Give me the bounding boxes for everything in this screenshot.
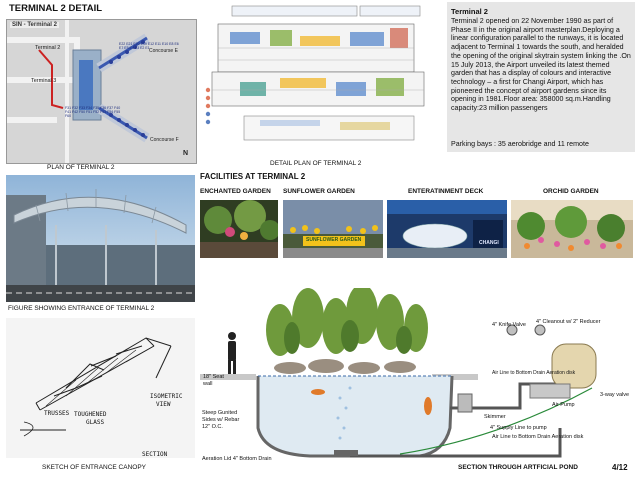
gate-e-e2: E2	[140, 46, 146, 50]
page-number: 4/12	[612, 463, 628, 472]
pond-label-knife-valve: 4" Knife Valve	[492, 322, 526, 328]
canopy-sketch: TRUSSES TOUGHENED GLASS ISOMETRIC VIEW S…	[6, 318, 195, 458]
pond-label-skimmer: Skimmer	[484, 414, 506, 420]
entrance-photo	[6, 175, 195, 302]
gate-f-f52: F52	[93, 110, 101, 114]
terminal-map-panel: SIN - Terminal 2 Terminal 2 Terminal 3 C…	[6, 19, 197, 164]
map-label-terminal2: Terminal 2	[35, 45, 61, 51]
facility-label-1: ENCHANTED GARDEN	[200, 188, 271, 195]
orchid-garden-photo	[511, 200, 633, 258]
gate-f-f42: F42	[72, 110, 80, 114]
map-label-concourse-f: Concourse F	[150, 137, 179, 143]
gate-e-e22: E22	[119, 42, 127, 46]
pond-label-supply: 4" Supply Line to pump	[490, 425, 547, 431]
info-box: Terminal 2 Terminal 2 opened on 22 Novem…	[447, 2, 635, 152]
info-body: Terminal 2 opened on 22 November 1990 as…	[451, 17, 631, 113]
map-caption: PLAN OF TERMINAL 2	[47, 164, 115, 171]
facility-label-3: ENTERATINMENT DECK	[408, 188, 484, 195]
entertainment-deck-photo: CHANGI	[387, 200, 507, 258]
orchid-garden-graphic	[511, 200, 633, 258]
gate-e-e5: E5	[124, 46, 130, 50]
terminal-map-graphic	[7, 20, 196, 163]
gate-e-e3: E3	[134, 46, 141, 50]
enchanted-garden-graphic	[200, 200, 278, 258]
sketch-label-section: SECTION	[142, 451, 168, 458]
pond-label-aeration-lid: Aeration Lid 4" Bottom Drain	[202, 456, 272, 462]
gate-e-e12: E12	[147, 42, 156, 46]
gate-labels-f: F31 F32 F33 F34 F35 F36 F37 F40 F41 F42 …	[65, 106, 125, 118]
gate-e-e8: E8	[169, 42, 175, 46]
map-label-concourse-e: Concourse E	[149, 48, 178, 54]
sketch-caption: SKETCH OF ENTRANCE CANOPY	[42, 464, 147, 471]
sheet-title: TERMINAL 2 DETAIL	[9, 3, 103, 14]
gate-f-f33: F33	[79, 106, 87, 110]
gate-e-e7: E7	[119, 46, 125, 50]
pond-label-air-line-bottom: Air Line to Bottom Drain Aeration disk	[492, 434, 584, 440]
gate-f-f34: F34	[86, 106, 94, 110]
detail-plan-graphic	[205, 5, 425, 141]
map-header: SIN - Terminal 2	[10, 22, 59, 28]
gate-f-f53: F53	[100, 110, 108, 114]
pond-section-graphic	[200, 288, 597, 458]
sketch-label-trusses: TRUSSES	[44, 410, 70, 417]
canopy-sketch-graphic	[20, 337, 172, 437]
pond-section: 18" Seat wall Steep Gunited Sides w/ Reb…	[200, 288, 635, 464]
sunflower-garden-graphic	[283, 200, 383, 258]
gate-f-f40: F40	[114, 106, 121, 110]
sketch-label-view: VIEW	[156, 401, 171, 408]
pond-label-three-way: 3-way valve	[600, 392, 630, 398]
sketch-label-isometric: ISOMETRIC	[150, 393, 183, 400]
detail-plan-drawing	[200, 2, 443, 155]
pond-label-gunited-2: Sides w/ Rebar	[202, 417, 240, 423]
map-label-terminal3: Terminal 3	[31, 78, 57, 84]
gate-f-f60: F60	[65, 114, 72, 118]
gate-f-f31: F31	[65, 106, 73, 110]
detail-plan-caption: DETAIL PLAN OF TERMINAL 2	[270, 160, 362, 167]
gate-e-e21: E21	[126, 42, 134, 46]
info-parking: Parking bays : 35 aerobridge and 11 remo…	[451, 140, 589, 148]
deck-sign: CHANGI	[479, 240, 499, 246]
gate-f-f36: F36	[100, 106, 108, 110]
gate-labels-e: E22 E21 E20 E19 E12 E11 E10 E8 E6 E7 E5 …	[119, 42, 179, 50]
gate-e-e11: E11	[155, 42, 162, 46]
pond-label-air-lines: Air Line to Bottom Drain Aeration disk	[492, 370, 576, 376]
pond-label-gunited-1: Steep Gunited	[202, 410, 238, 416]
entrance-photo-caption: FIGURE SHOWING ENTRANCE OF TERMINAL 2	[8, 305, 155, 312]
pond-label-cleanout: 4" Cleanout w/ 2" Reducer	[536, 319, 601, 325]
gate-e-e20: E20	[133, 42, 141, 46]
sunflower-sign: SUNFLOWER GARDEN	[306, 237, 362, 243]
gate-e-e10: E10	[161, 42, 170, 46]
pond-label-gunited-3: 12" O.C.	[202, 424, 223, 430]
gate-f-f35: F35	[93, 106, 101, 110]
enchanted-garden-photo	[200, 200, 278, 258]
pond-label-air-pump: Air Pump	[552, 402, 575, 408]
entertainment-deck-graphic	[387, 200, 507, 258]
gate-f-f51: F51	[86, 110, 94, 114]
gate-f-f55: F55	[114, 110, 121, 114]
sunflower-garden-photo: SUNFLOWER GARDEN	[283, 200, 383, 258]
sketch-label-toughened: TOUGHENED	[74, 411, 107, 418]
entrance-photo-graphic	[6, 175, 195, 302]
info-title: Terminal 2	[451, 7, 488, 16]
gate-f-f50: F50	[79, 110, 87, 114]
pond-label-seat-2: wall	[203, 381, 213, 387]
compass-icon: N	[183, 150, 189, 157]
gate-e-e19: E19	[140, 42, 148, 46]
gate-f-f54: F54	[107, 110, 115, 114]
gate-e-e1: E1	[145, 46, 150, 50]
facilities-title: FACILITIES AT TERMINAL 2	[200, 172, 306, 181]
pond-caption: SECTION THROUGH ARTFICIAL POND	[458, 464, 578, 471]
gate-f-f37: F37	[107, 106, 115, 110]
gate-e-e4: E4	[129, 46, 135, 50]
gate-e-e6: E6	[174, 42, 179, 46]
facility-label-4: ORCHID GARDEN	[543, 188, 599, 195]
sketch-label-glass: GLASS	[86, 419, 105, 426]
gate-f-f32: F32	[72, 106, 80, 110]
gate-f-f41: F41	[65, 110, 73, 114]
pond-label-seat-1: 18" Seat	[203, 374, 224, 380]
facility-label-2: SUNFLOWER GARDEN	[283, 188, 355, 195]
